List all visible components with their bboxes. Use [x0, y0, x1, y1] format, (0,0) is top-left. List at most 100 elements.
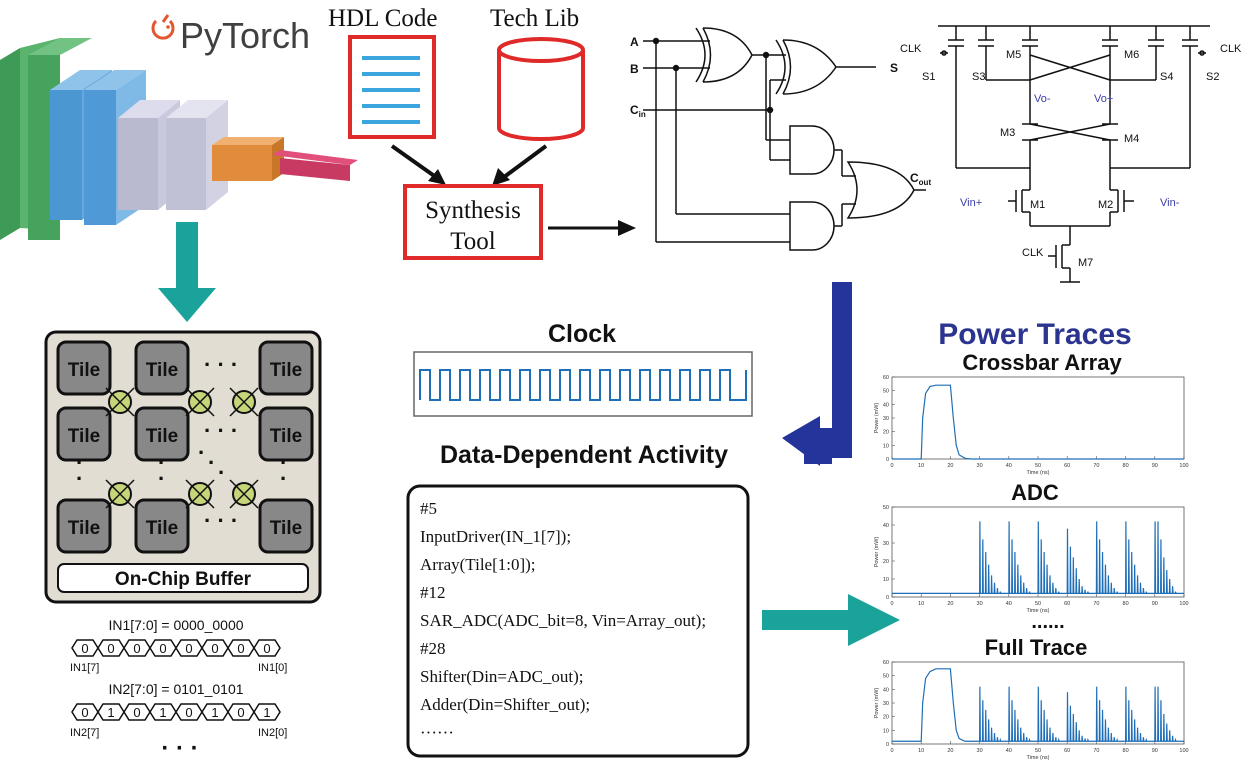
y-tick-label: 60	[883, 660, 889, 666]
x-tick-label: 100	[1179, 748, 1188, 754]
svg-text:·: ·	[280, 466, 287, 491]
x-tick-label: 40	[1006, 463, 1012, 469]
svg-text:·: ·	[76, 466, 83, 491]
activity-to-power-arrow	[762, 594, 900, 646]
tile-label: Tile	[270, 426, 302, 447]
adc-title: ADC	[1011, 480, 1059, 505]
code-line: SAR_ADC(ADC_bit=8, Vin=Array_out);	[420, 611, 706, 630]
m6-label: M6	[1124, 49, 1139, 61]
tile-label: Tile	[68, 426, 100, 447]
router-icon	[185, 479, 215, 509]
code-line: #12	[420, 583, 446, 602]
bit-value: 1	[263, 705, 270, 720]
x-tick-label: 60	[1064, 748, 1070, 754]
svg-text:· · ·: · · ·	[204, 508, 238, 533]
x-tick-label: 100	[1179, 601, 1188, 607]
bit-cell	[253, 639, 281, 657]
tile: Tile	[134, 340, 190, 396]
x-tick-label: 20	[947, 601, 953, 607]
x-tick-label: 40	[1006, 748, 1012, 754]
x-tick-label: 30	[977, 601, 983, 607]
x-tick-label: 70	[1093, 748, 1099, 754]
code-line: Adder(Din=Shifter_out);	[420, 695, 590, 714]
x-tick-label: 80	[1123, 463, 1129, 469]
netlist-to-activity-arrow	[782, 282, 852, 466]
clk-left-label: CLK	[900, 43, 922, 55]
bit-value: 0	[237, 641, 244, 656]
crossbar-title: Crossbar Array	[962, 350, 1122, 375]
code-line: InputDriver(IN_1[7]);	[420, 527, 571, 546]
y-tick-label: 40	[883, 523, 889, 529]
x-axis-label: Time (ns)	[1026, 470, 1049, 476]
y-tick-label: 0	[886, 457, 889, 463]
tile-label: Tile	[270, 518, 302, 539]
bit-value: 0	[211, 641, 218, 656]
bit-value: 0	[159, 641, 166, 656]
svg-text:·: ·	[198, 440, 205, 465]
tile-label: Tile	[68, 360, 100, 381]
tile-label: Tile	[146, 518, 178, 539]
pytorch-to-chip-arrow	[158, 222, 216, 322]
pytorch-logo: PyTorch	[151, 14, 310, 56]
y-tick-label: 40	[883, 687, 889, 693]
bit-value: 0	[81, 705, 88, 720]
tile: Tile	[56, 406, 112, 462]
bit-value: 0	[81, 641, 88, 656]
x-tick-label: 80	[1123, 748, 1129, 754]
y-tick-label: 30	[883, 416, 889, 422]
x-tick-label: 90	[1152, 463, 1158, 469]
pytorch-logo-text: PyTorch	[180, 15, 310, 56]
x-tick-label: 50	[1035, 601, 1041, 607]
x-tick-label: 10	[918, 601, 924, 607]
router-icon	[229, 387, 259, 417]
y-tick-label: 0	[886, 595, 889, 601]
hdl-code-icon	[348, 35, 436, 139]
gate-input-a: A	[630, 35, 639, 49]
code-line: #28	[420, 639, 446, 658]
s1-label: S1	[922, 71, 935, 83]
power-traces-title: Power Traces	[938, 318, 1131, 351]
clock-waveform	[419, 369, 747, 401]
bit-value: 0	[185, 641, 192, 656]
clk-right-label: CLK	[1220, 43, 1242, 55]
x-tick-label: 60	[1064, 463, 1070, 469]
comparator-schematic	[938, 25, 1210, 283]
on-chip-buffer-box	[57, 563, 309, 593]
clock-box	[413, 351, 753, 417]
tile: Tile	[56, 498, 112, 554]
y-tick-label: 60	[883, 375, 889, 381]
tile-label: Tile	[146, 360, 178, 381]
in1-left-label: IN1[7]	[70, 662, 99, 674]
x-tick-label: 70	[1093, 601, 1099, 607]
vo-plus-label: Vo+	[1094, 93, 1113, 105]
tile: Tile	[134, 498, 190, 554]
in1-label: IN1[7:0] = 0000_0000	[108, 617, 243, 633]
tile: Tile	[56, 340, 112, 396]
y-tick-label: 10	[883, 443, 889, 449]
x-tick-label: 90	[1152, 601, 1158, 607]
gate-output-s: S	[890, 61, 898, 75]
y-tick-label: 20	[883, 559, 889, 565]
y-tick-label: 20	[883, 430, 889, 436]
x-tick-label: 50	[1035, 463, 1041, 469]
vo-minus-label: Vo-	[1034, 93, 1051, 105]
y-tick-label: 40	[883, 402, 889, 408]
bit-cell	[253, 703, 281, 721]
x-tick-label: 0	[890, 601, 893, 607]
m3-label: M3	[1000, 127, 1015, 139]
in2-label: IN2[7:0] = 0101_0101	[108, 681, 243, 697]
synthesis-tool-box	[403, 184, 543, 260]
m2-label: M2	[1098, 199, 1113, 211]
more-inputs-ellipsis: · · ·	[161, 735, 198, 762]
tile-label: Tile	[146, 426, 178, 447]
code-line: ······	[420, 723, 454, 742]
s4-label: S4	[1160, 71, 1173, 83]
tile: Tile	[258, 406, 314, 462]
y-tick-label: 50	[883, 674, 889, 680]
svg-text:·: ·	[218, 460, 225, 485]
svg-text:·: ·	[158, 450, 165, 475]
in2-left-label: IN2[7]	[70, 727, 99, 739]
tile-label: Tile	[68, 518, 100, 539]
m4-label: M4	[1124, 133, 1139, 145]
